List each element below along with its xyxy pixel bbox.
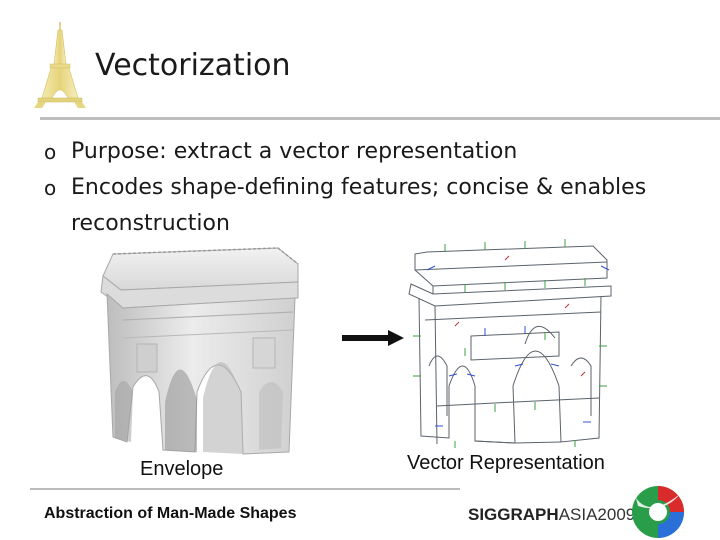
bullet-marker: o <box>44 176 57 200</box>
arrow-right-icon <box>342 330 404 346</box>
bullet-text: Purpose: extract a vector representation <box>71 139 518 164</box>
slide-title: Vectorization <box>95 48 291 83</box>
siggraph-wordmark: SIGGRAPHASIA2009 <box>468 505 635 525</box>
bullet-item: o Encodes shape-defining features; conci… <box>44 170 704 242</box>
bullet-item: o Purpose: extract a vector representati… <box>44 134 704 170</box>
siggraph-wordmark-bold: SIGGRAPH <box>468 505 559 524</box>
vector-representation-image <box>408 239 612 448</box>
vector-representation-caption: Vector Representation <box>407 452 605 474</box>
envelope-caption: Envelope <box>140 458 224 480</box>
bullet-text: Encodes shape-defining features; concise… <box>71 175 647 236</box>
title-divider <box>40 117 720 120</box>
envelope-mesh-image <box>100 247 299 455</box>
eiffel-tower-icon <box>34 22 86 108</box>
bullet-list: o Purpose: extract a vector representati… <box>44 134 704 242</box>
siggraph-logo-icon <box>632 486 684 538</box>
footer-title: Abstraction of Man-Made Shapes <box>44 505 297 522</box>
footer-divider <box>30 488 460 490</box>
siggraph-wordmark-light: ASIA2009 <box>558 505 636 524</box>
bullet-marker: o <box>44 140 57 164</box>
